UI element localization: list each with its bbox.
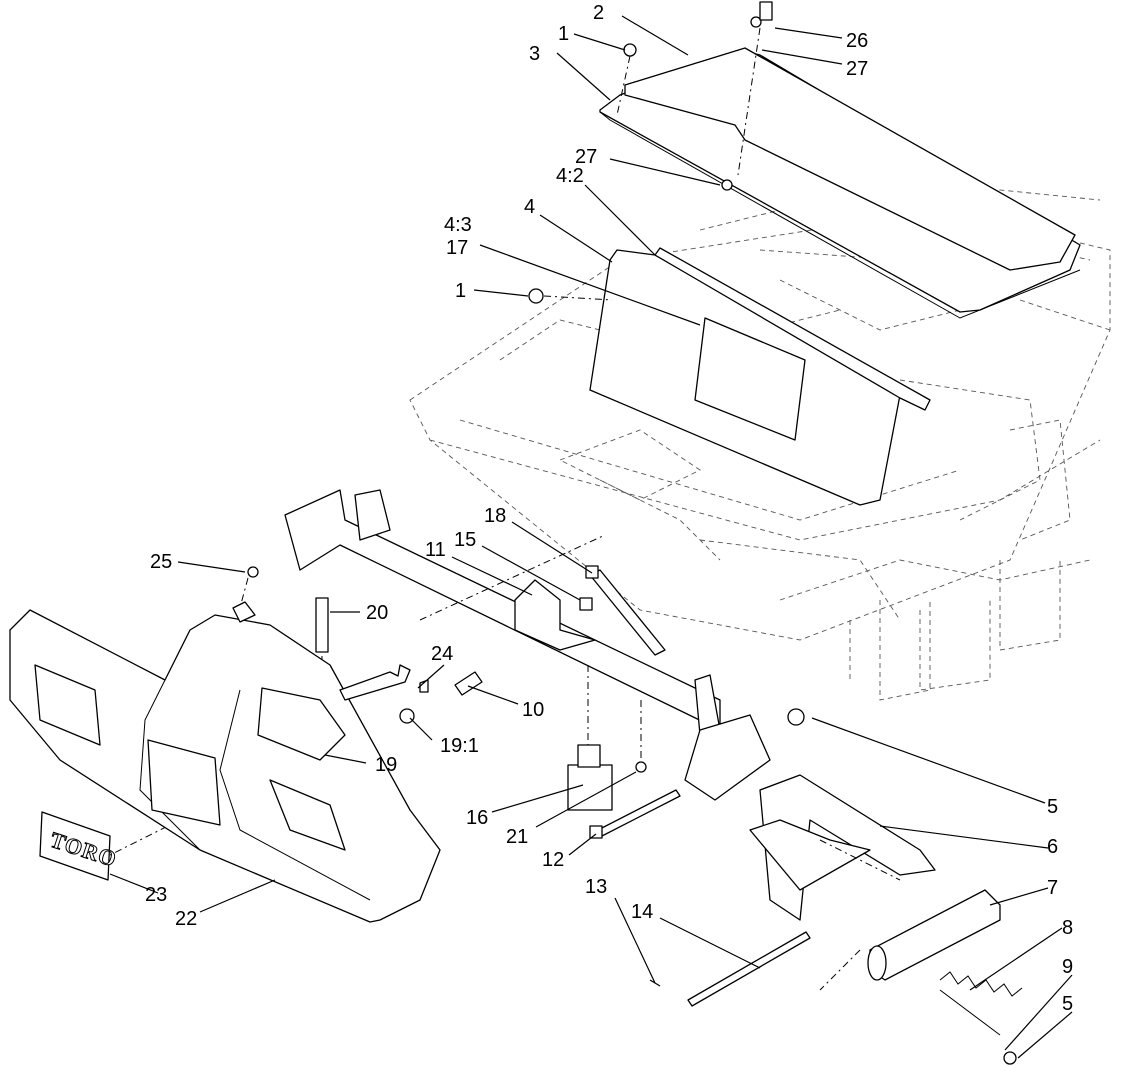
callout-13: 13 [585,876,607,898]
shield-decal [694,317,806,441]
callout-6: 6 [1047,836,1058,858]
left-headlight [34,664,101,746]
callout-14: 14 [631,901,653,923]
callout-15: 15 [454,529,476,551]
callout-12: 12 [542,849,564,871]
bumper-mount-beam [284,489,721,736]
callout-1-mid: 1 [455,280,466,302]
callout-19: 19 [375,754,397,776]
callout-16: 16 [466,807,488,829]
front-bumper [9,597,441,923]
callout-10: 10 [522,699,544,721]
callout-19-1: 19:1 [440,735,479,757]
callout-5-bottom: 5 [1062,993,1073,1015]
callout-4-3: 4:3 [444,214,472,236]
callout-8: 8 [1062,917,1073,939]
callout-4: 4 [524,196,535,218]
callout-17: 17 [446,237,468,259]
callout-5-mid: 5 [1047,796,1058,818]
callout-20: 20 [366,602,388,624]
callout-1-top: 1 [558,23,569,45]
top-cover-plate [599,47,1081,319]
callout-18: 18 [484,505,506,527]
callout-23: 23 [145,884,167,906]
callout-leaders [109,15,1073,1059]
callout-2: 2 [593,2,604,24]
callout-21: 21 [506,826,528,848]
pivot-bracket [684,714,936,921]
brand-decal: TORO [39,811,120,881]
callout-7: 7 [1047,877,1058,899]
callout-9: 9 [1062,956,1073,978]
callout-3: 3 [529,43,540,65]
callout-11: 11 [425,539,446,561]
callout-24: 24 [431,643,453,665]
wire-harness [339,664,411,701]
shield-panel [589,247,931,506]
roller [819,839,1001,991]
plate-area [147,739,221,826]
callout-25: 25 [150,551,172,573]
callout-4-2: 4:2 [556,165,584,187]
callout-27-top: 27 [846,58,868,80]
right-headlight [257,687,346,761]
callout-26: 26 [846,30,868,52]
spring [939,971,1023,1036]
callout-27-mid: 27 [575,146,597,168]
callout-22: 22 [175,908,197,930]
callout-labels: 2 1 3 26 27 27 4:2 4 4:3 17 1 18 15 11 2… [145,2,1073,1015]
fasteners [247,1,1017,1065]
